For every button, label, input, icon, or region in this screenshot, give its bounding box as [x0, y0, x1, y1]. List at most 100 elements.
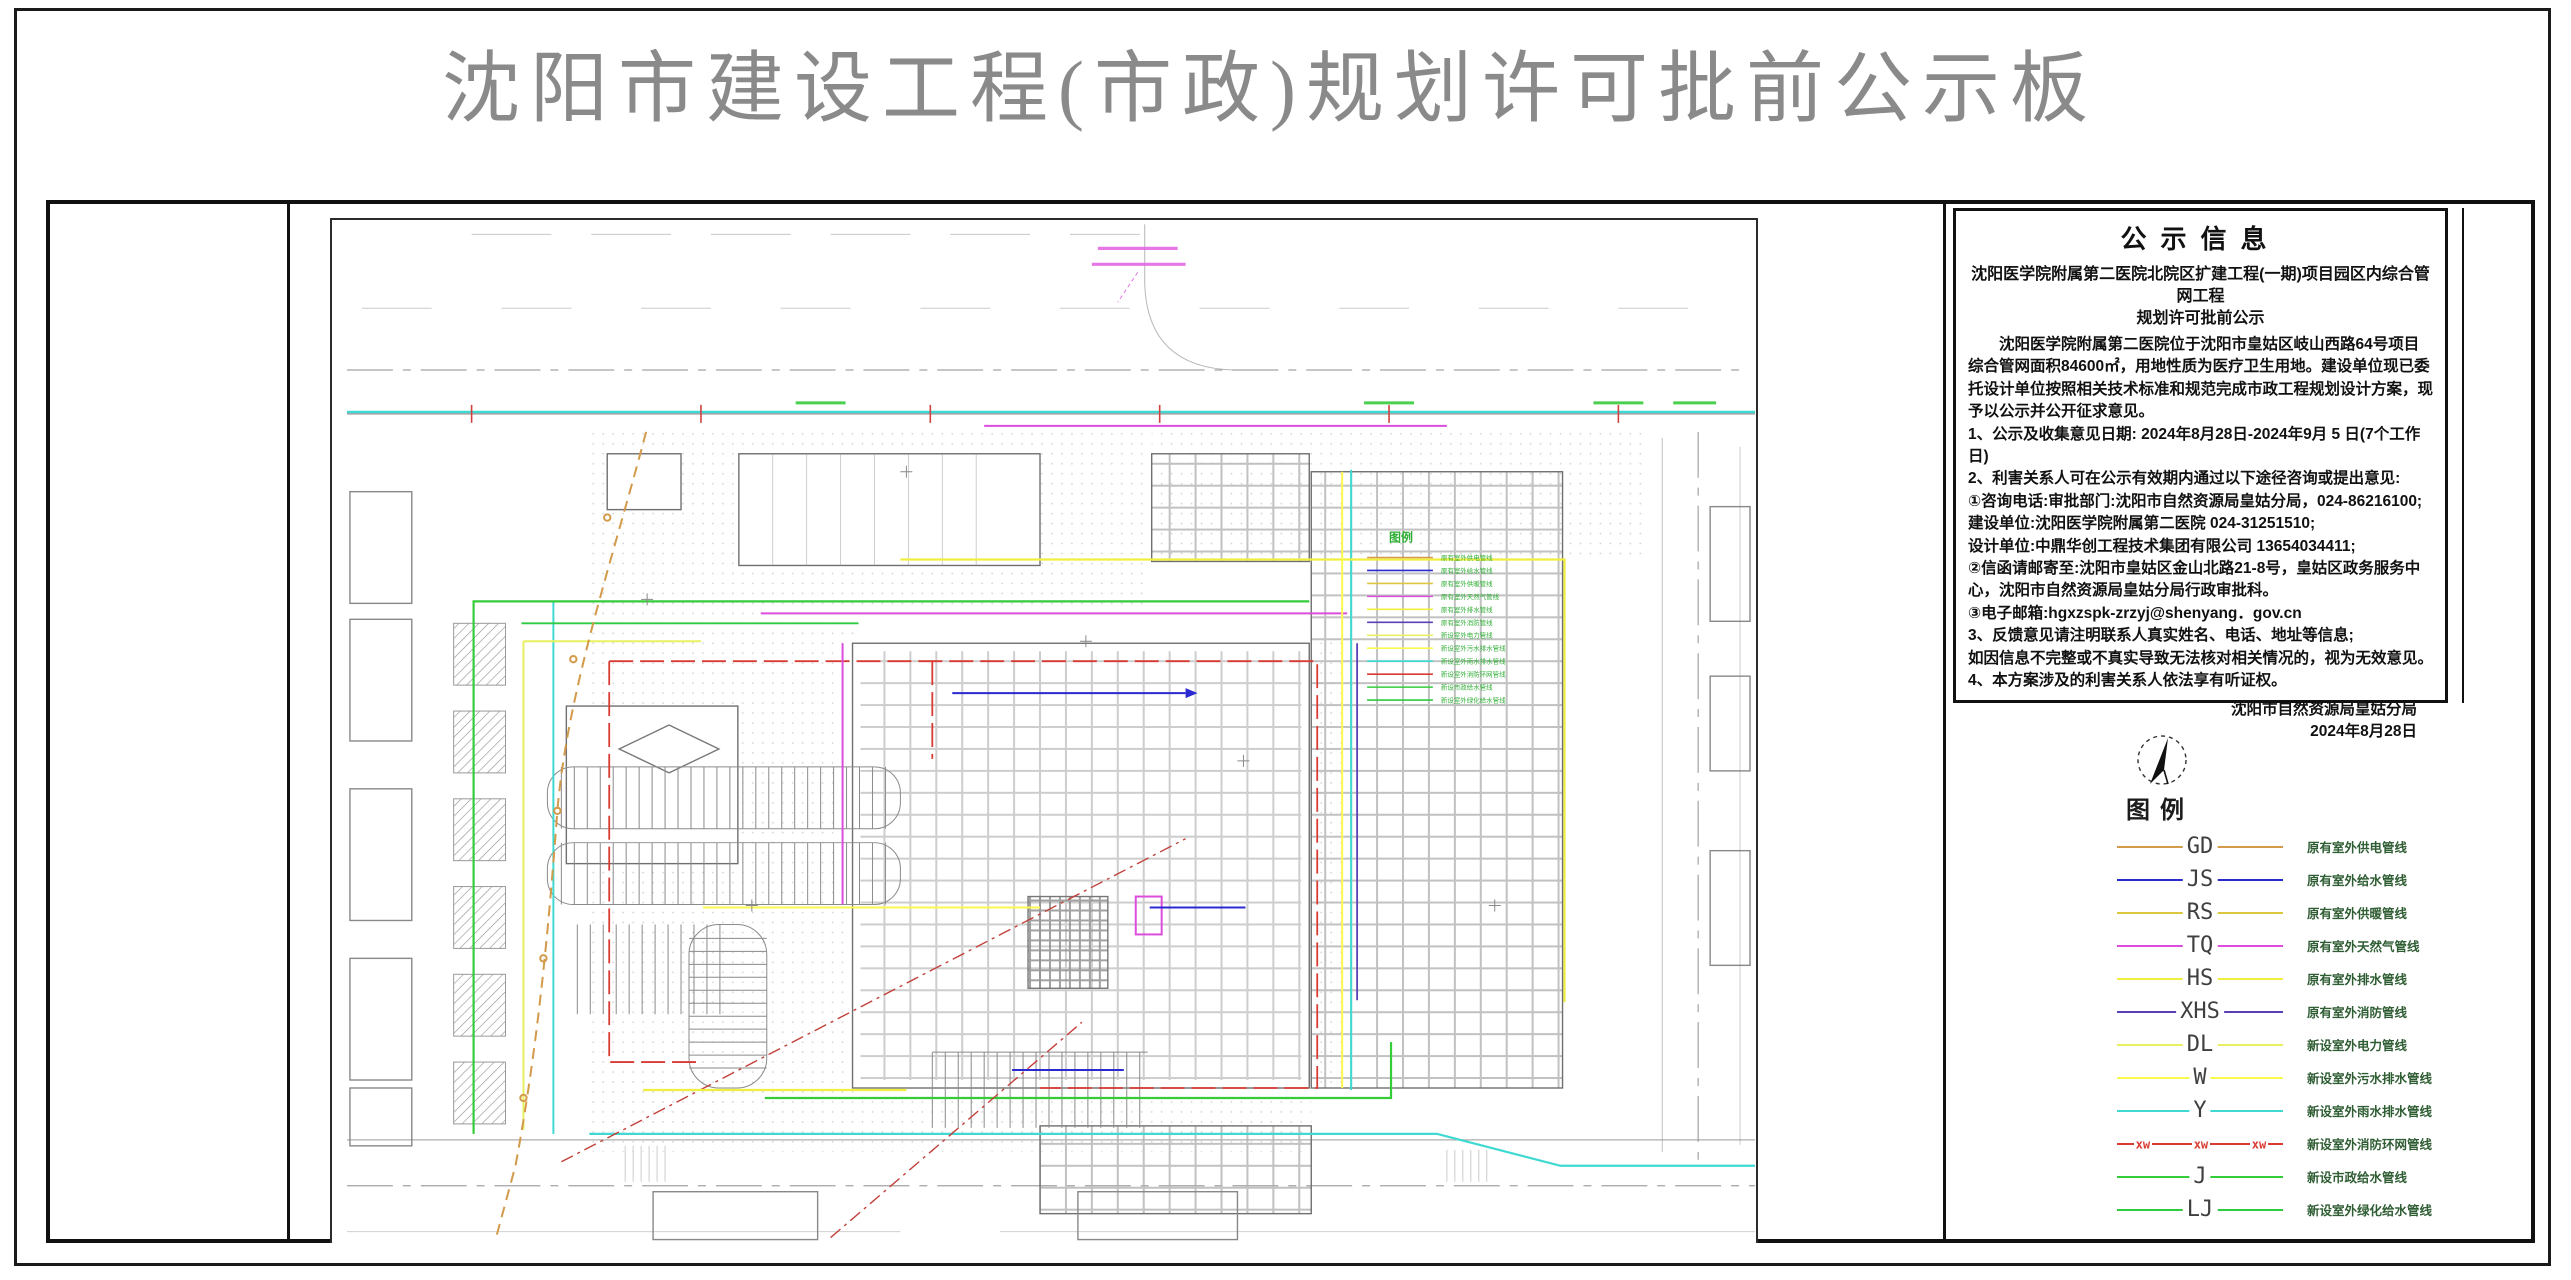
svg-text:原有室外天然气管线: 原有室外天然气管线 [1441, 592, 1500, 601]
legend-item-xhs: XHS 原有室外消防管线 [2117, 995, 2527, 1028]
svg-text:原有室外排水管线: 原有室外排水管线 [1441, 605, 1493, 614]
notice-subtitle-line2: 规划许可批前公示 [2136, 310, 2265, 327]
svg-text:新设室外消防环网管线: 新设室外消防环网管线 [1441, 670, 1506, 679]
parking-layer [546, 766, 1148, 1128]
legend-code: Y [2189, 1099, 2211, 1122]
plan-mini-legend-title: 图例 [1389, 530, 1413, 545]
legend-line-swatch: RS [2117, 901, 2283, 924]
legend-line-swatch: HS [2117, 967, 2283, 990]
legend-item-rs: RS 原有室外供暖管线 [2117, 896, 2527, 929]
legend-item-y: Y 新设室外雨水排水管线 [2117, 1094, 2527, 1127]
legend-item-j: J 新设市政给水管线 [2117, 1160, 2527, 1193]
notice-subtitle-line1: 沈阳医学院附属第二医院北院区扩建工程(一期)项目园区内综合管网工程 [1971, 266, 2430, 305]
svg-text:新设室外雨水排水管线: 新设室外雨水排水管线 [1441, 657, 1506, 666]
legend-label: 新设市政给水管线 [2307, 1171, 2408, 1185]
notice-paragraph: 如因信息不完整或不真实导致无法核对相关情况的，视为无效意见。 [1968, 649, 2434, 667]
legend-line-swatch: J [2117, 1165, 2283, 1188]
rainwater-line-y [346, 410, 1756, 1167]
fire-ring-line-xw [608, 660, 1319, 1089]
buildings-layer [349, 453, 1751, 1241]
sewage-line-w [702, 471, 1344, 1088]
notice-paragraph: 建设单位:沈阳医学院附属第二医院 024-31251510; [1968, 515, 2316, 533]
right-panel-divider [1943, 200, 1946, 1243]
site-plan-drawing: 图例 原有室外供电管线原有室外给水管线原有室外供暖管线原有室外天然气管线原有室外… [346, 224, 1756, 1241]
notice-paragraph: 设计单位:中鼎华创工程技术集团有限公司 13654034411; [1968, 537, 2356, 555]
svg-text:原有室外供暖管线: 原有室外供暖管线 [1441, 579, 1493, 588]
notice-signature: 沈阳市自然资源局皇姑分局 [2230, 700, 2417, 718]
legend-code: LJ [2182, 1198, 2218, 1221]
plan-mini-legend: 图例 原有室外供电管线原有室外给水管线原有室外供暖管线原有室外天然气管线原有室外… [1367, 530, 1506, 705]
legend-code: GD [2182, 835, 2218, 858]
notice-paragraph: ②信函请邮寄至:沈阳市皇姑区金山北路21-8号，皇姑区政务服务中心，沈阳市自然资… [1968, 560, 2421, 600]
legend-xw-mark: xw [2191, 1136, 2211, 1151]
legend-code: RS [2182, 901, 2218, 924]
legend-label: 新设室外消防环网管线 [2307, 1138, 2433, 1152]
notice-heading: 公示信息 [2120, 224, 2281, 254]
legend-line-swatch: JS [2117, 868, 2283, 891]
gas-line-tq [760, 424, 1447, 936]
notice-date: 2024年8月28日 [2310, 722, 2417, 740]
legend-label: 原有室外供暖管线 [2307, 907, 2408, 921]
notice-box-outer-line [2462, 208, 2464, 703]
north-arrow-icon [2134, 732, 2190, 788]
legend-line-swatch: W [2117, 1066, 2283, 1089]
svg-text:原有室外给水管线: 原有室外给水管线 [1441, 566, 1493, 575]
legend-title: 图例 [2126, 797, 2194, 824]
survey-cross-marks [641, 465, 1501, 912]
legend-code: XHS [2176, 1000, 2224, 1023]
legend-line-swatch: DL [2117, 1033, 2283, 1056]
svg-text:新设室外污水排水管线: 新设室外污水排水管线 [1441, 644, 1506, 653]
legend-line-swatch: GD [2117, 835, 2283, 858]
svg-text:原有室外供电管线: 原有室外供电管线 [1441, 553, 1493, 562]
legend-code: W [2189, 1066, 2211, 1089]
legend-code: JS [2182, 868, 2218, 891]
svg-text:新设室外电力管线: 新设室外电力管线 [1441, 631, 1493, 640]
notice-box: 公示信息 沈阳医学院附属第二医院北院区扩建工程(一期)项目园区内综合管网工程 规… [1953, 208, 2448, 740]
legend-label: 原有室外排水管线 [2307, 973, 2408, 987]
legend-label: 原有室外消防管线 [2307, 1006, 2408, 1020]
svg-text:新设市政给水管线: 新设市政给水管线 [1441, 683, 1493, 692]
magenta-annotation-marks [1091, 246, 1186, 303]
site-plan-viewport: 图例 原有室外供电管线原有室外给水管线原有室外供暖管线原有室外天然气管线原有室外… [330, 218, 1758, 1243]
crosswalk-marks [624, 1145, 1488, 1182]
water-line-js [952, 688, 1246, 1072]
legend-item-js: JS 原有室外给水管线 [2117, 863, 2527, 896]
notice-paragraph: 2、利害关系人可在公示有效期内通过以下途径咨询或提出意见: [1968, 470, 2401, 488]
water-supply-line-j [472, 600, 1393, 1134]
legend-item-tq: TQ 原有室外天然气管线 [2117, 929, 2527, 962]
notice-paragraph: 沈阳医学院附属第二医院位于沈阳市皇姑区岐山西路64号项目综合管网面积84600㎡… [1968, 336, 2434, 421]
legend-label: 新设室外雨水排水管线 [2307, 1105, 2433, 1119]
legend-line-swatch: LJ [2117, 1198, 2283, 1221]
notice-paragraph: 1、公示及收集意见日期: 2024年8月28日-2024年9月 5 日(7个工作… [1968, 425, 2421, 466]
legend-code: TQ [2182, 934, 2218, 957]
legend-xw-mark: xw [2133, 1136, 2153, 1151]
legend-label: 原有室外天然气管线 [2307, 940, 2420, 954]
notice-paragraph: 3、反馈意见请注明联系人真实姓名、电话、地址等信息; [1968, 627, 2354, 645]
svg-text:原有室外消防管线: 原有室外消防管线 [1441, 618, 1493, 627]
legend-code: DL [2182, 1033, 2218, 1056]
notice-paragraph: ③电子邮箱:hgxzspk-zrzyj@shenyang．gov.cn [1968, 604, 2302, 622]
notice-paragraph: ①咨询电话:审批部门:沈阳市自然资源局皇姑分局，024-86216100; [1968, 492, 2423, 510]
legend-label: 新设室外绿化给水管线 [2307, 1204, 2433, 1218]
legend-item-w: W 新设室外污水排水管线 [2117, 1061, 2527, 1094]
legend-line-swatch: Y [2117, 1099, 2283, 1122]
legend-label: 原有室外给水管线 [2307, 874, 2408, 888]
drainage-line-hs [643, 558, 1566, 1092]
legend-label: 新设室外电力管线 [2307, 1039, 2408, 1053]
red-tick-marks [470, 404, 1620, 423]
svg-text:新设室外绿化给水管线: 新设室外绿化给水管线 [1441, 696, 1506, 705]
red-diagonal-lines [561, 838, 1186, 1239]
legend-line-swatch: XHS [2117, 1000, 2283, 1023]
legend-item-dl: DL 新设室外电力管线 [2117, 1028, 2527, 1061]
page-title: 沈阳市建设工程(市政)规划许可批前公示板 [442, 45, 2098, 132]
notice-paragraph: 4、本方案涉及的利害关系人依法享有听证权。 [1968, 672, 2287, 690]
power-supply-line-gd [494, 431, 648, 1240]
power-line-dl [522, 640, 701, 1130]
legend-label: 新设室外污水排水管线 [2307, 1072, 2433, 1086]
page-border [14, 8, 2551, 1266]
